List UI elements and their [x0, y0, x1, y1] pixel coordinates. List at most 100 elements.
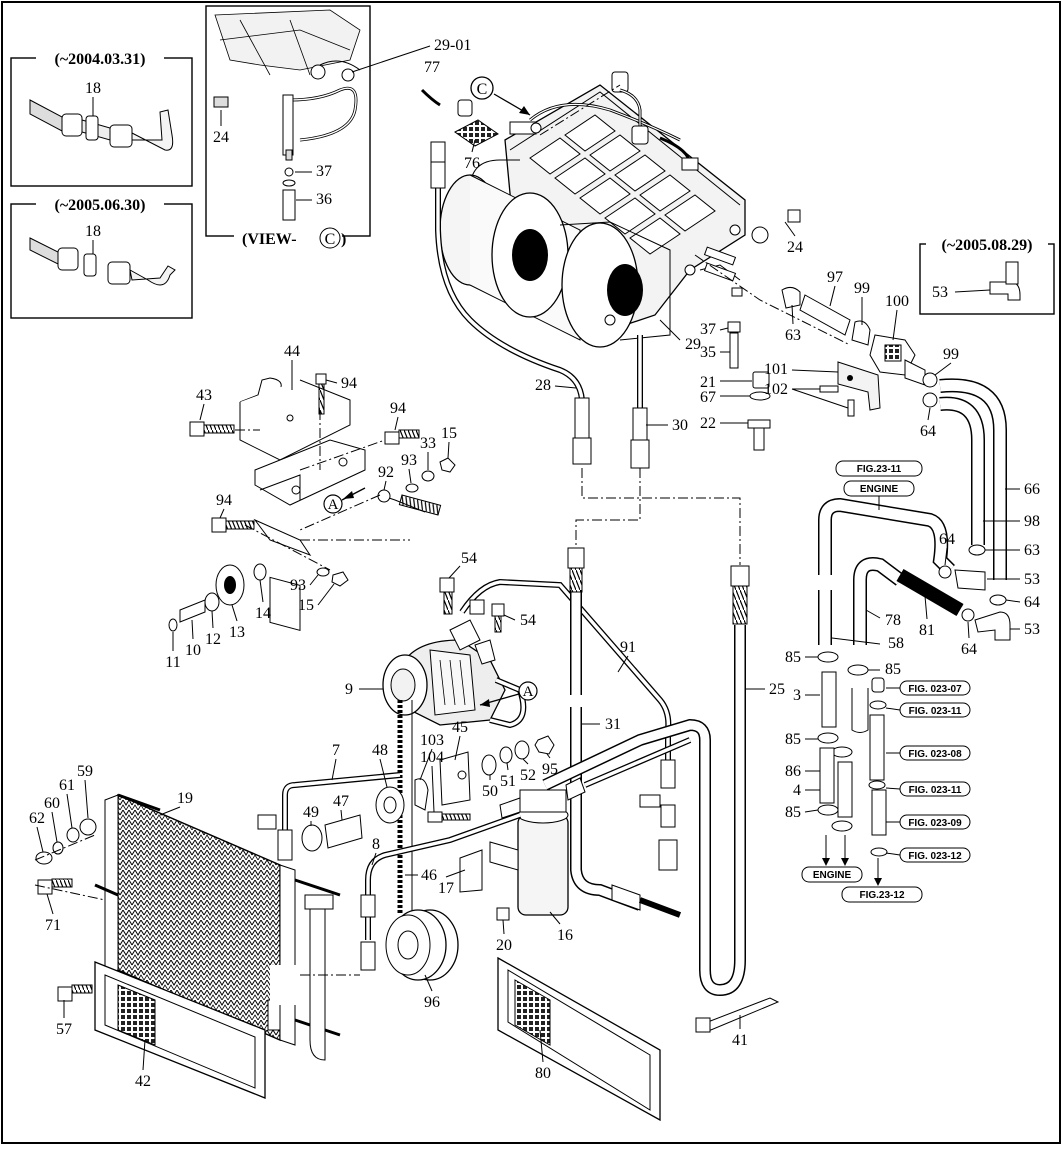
label-part-10: 10: [185, 642, 201, 659]
label-part-63-b: 63: [1024, 542, 1040, 559]
label-part-42: 42: [135, 1073, 151, 1090]
view-c-part-29-01: 29-01: [434, 37, 471, 54]
hose-28: [430, 141, 592, 465]
view-c-part-37: 37: [316, 163, 332, 180]
label-part-50: 50: [482, 783, 498, 800]
center-lines-upper: [539, 84, 851, 565]
label-part-102: 102: [764, 381, 788, 398]
label-part-58: 58: [888, 635, 904, 652]
label-part-28: 28: [535, 377, 551, 394]
label-part-53-b: 53: [1024, 621, 1040, 638]
label-part-93-a: 93: [401, 452, 417, 469]
hose-25: [542, 565, 750, 997]
label-part-103: 103: [420, 732, 444, 749]
label-part-81: 81: [919, 622, 935, 639]
label-part-86: 86: [785, 763, 801, 780]
engine-connection-hoses: [817, 651, 888, 886]
label-part-94-c: 94: [216, 492, 232, 509]
label-part-12: 12: [205, 631, 221, 648]
label-part-8: 8: [372, 836, 380, 853]
label-part-85-c: 85: [785, 731, 801, 748]
label-part-94-a: 94: [341, 375, 357, 392]
label-part-53-a: 53: [1024, 571, 1040, 588]
inset-2005-08-label: (~2005.08.29): [942, 237, 1033, 254]
label-part-43: 43: [196, 387, 212, 404]
label-part-59: 59: [77, 763, 93, 780]
engine-hoses: [818, 497, 1011, 645]
mount-marker-a-1-letter: A: [328, 497, 339, 513]
label-part-64-c: 64: [939, 531, 955, 548]
grille-42: [94, 961, 266, 1099]
hose-30: [630, 335, 650, 469]
inset-view-c: 24 37 36 29-01 (VIEW- C ): [205, 5, 471, 249]
view-c-label: (VIEW-: [242, 231, 297, 248]
label-part-9: 9: [345, 681, 353, 698]
label-part-25: 25: [769, 681, 785, 698]
label-part-52: 52: [520, 767, 536, 784]
label-part-46: 46: [421, 867, 437, 884]
label-part-92: 92: [378, 464, 394, 481]
mount-marker-a-2-letter: A: [523, 684, 534, 700]
label-part-85-a: 85: [785, 649, 801, 666]
fig-023-11-ref-b: FIG. 023-11: [909, 785, 962, 796]
fig-23-12-ref: FIG.23-12: [859, 890, 904, 901]
label-part-101: 101: [764, 361, 788, 378]
label-part-15-a: 15: [441, 425, 457, 442]
label-part-71: 71: [45, 917, 61, 934]
label-part-15-b: 15: [298, 597, 314, 614]
center-lines-bracket: [235, 410, 410, 571]
part-labels: 77 76 24 97 99 100 99 63 37 35 29 21 67 …: [29, 59, 1040, 1090]
label-part-104: 104: [420, 749, 444, 766]
hose-66-98: [939, 378, 1007, 580]
label-part-67: 67: [700, 389, 716, 406]
pulley-hardware: [301, 778, 471, 852]
label-part-47: 47: [333, 793, 349, 810]
engine-ref-bottom: ENGINE: [813, 870, 852, 881]
inset-2005-08-29: (~2005.08.29) 53: [919, 236, 1055, 315]
label-part-3: 3: [793, 687, 801, 704]
fig-023-12-ref: FIG. 023-12: [908, 851, 962, 862]
condenser-19: [94, 793, 341, 1061]
label-part-51: 51: [500, 773, 516, 790]
label-part-94-b: 94: [390, 400, 406, 417]
cable-tie-41: [695, 997, 780, 1033]
label-part-45: 45: [452, 719, 468, 736]
view-c-marker: [470, 76, 494, 100]
label-part-60: 60: [44, 795, 60, 812]
inset-2005-06-30: (~2005.06.30) 18: [10, 196, 193, 319]
label-part-64-b: 64: [1024, 594, 1040, 611]
label-part-13: 13: [229, 624, 245, 641]
label-part-85-b: 85: [885, 661, 901, 678]
label-part-96: 96: [424, 994, 440, 1011]
label-part-22: 22: [700, 415, 716, 432]
compressor-9: [382, 577, 506, 726]
grille-80: [497, 956, 661, 1122]
part-77-hose: [420, 88, 441, 107]
engine-ref-top: ENGINE: [860, 484, 899, 495]
label-part-77: 77: [424, 59, 440, 76]
label-part-33: 33: [420, 435, 436, 452]
inset-2005-08-part-label: 53: [932, 284, 948, 301]
label-part-57: 57: [56, 1021, 72, 1038]
fig-023-07-ref: FIG. 023-07: [908, 684, 962, 695]
label-part-48: 48: [372, 742, 388, 759]
pipe-7-8: [257, 772, 522, 971]
label-part-11: 11: [165, 654, 180, 671]
label-part-44: 44: [284, 343, 300, 360]
label-part-54-b: 54: [520, 612, 536, 629]
condenser-hardware: [35, 818, 97, 1002]
label-part-61: 61: [59, 777, 75, 794]
label-part-4: 4: [793, 782, 801, 799]
label-part-78: 78: [885, 612, 901, 629]
label-part-14: 14: [255, 605, 271, 622]
inset-2004-03-31: (~2004.03.31) 18: [10, 50, 193, 187]
label-part-62: 62: [29, 810, 45, 827]
view-c-part-24: 24: [213, 129, 229, 146]
label-part-93-b: 93: [290, 577, 306, 594]
label-part-29: 29: [685, 336, 701, 353]
center-lines-condenser: [34, 834, 360, 976]
view-c-part-36: 36: [316, 191, 332, 208]
label-part-24: 24: [787, 239, 803, 256]
label-part-31: 31: [605, 716, 621, 733]
